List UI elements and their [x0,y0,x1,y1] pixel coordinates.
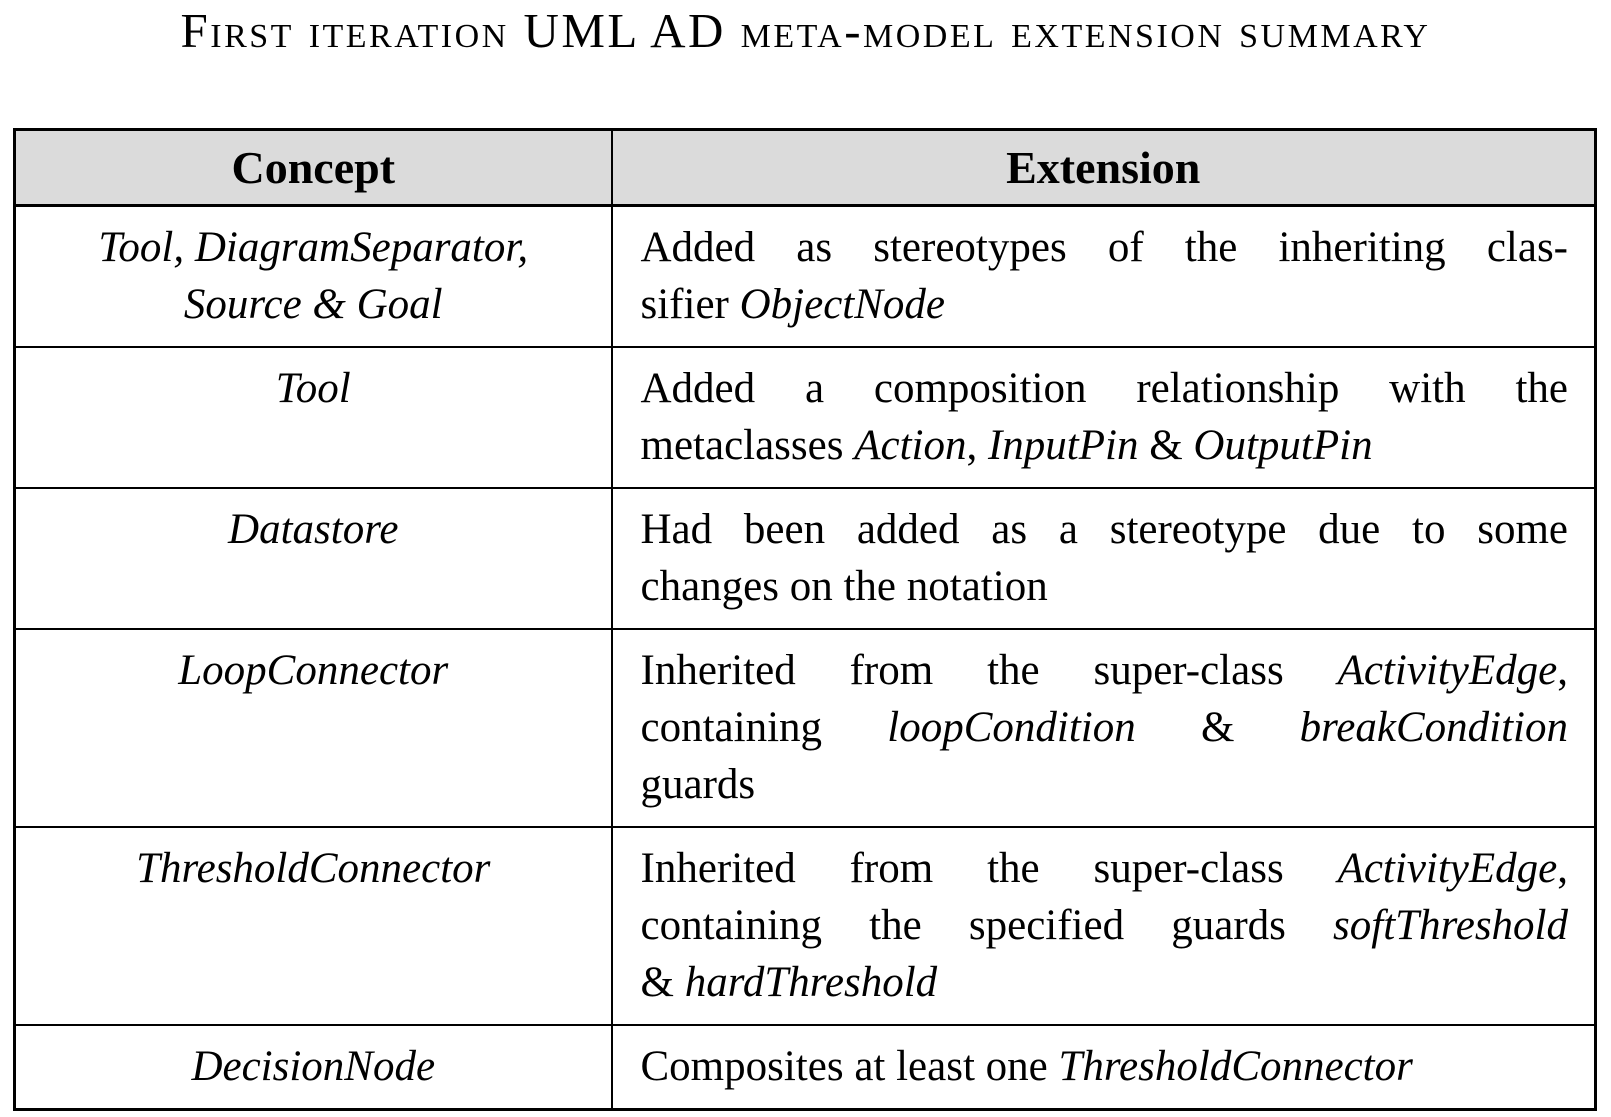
concept-cell: DecisionNode [13,1024,613,1111]
header-concept: Concept [13,128,613,207]
text-run: & [640,959,685,1006]
italic-term: Datastore [228,506,399,553]
italic-term: ThresholdConnector [1058,1043,1413,1090]
text-run: containing [640,704,888,751]
italic-term: hardThreshold [684,959,938,1006]
concept-cell: Tool, DiagramSeparator, Source & Goal [13,204,613,348]
italic-term: OutputPin [1193,422,1373,469]
text-line: Datastore [16,501,611,558]
italic-term: loopCondition [887,704,1136,751]
text-line: Had been added as a stereotype due to so… [641,501,1569,558]
text-line: Inherited from the super-class ActivityE… [641,642,1569,699]
text-run: Inherited from the super-class [640,845,1338,892]
italic-term: ActivityEdge [1337,647,1558,694]
text-run: sifier [640,281,740,328]
table-row: ThresholdConnector Inherited from the sup… [13,826,1597,1026]
italic-term: ActivityEdge [1337,845,1558,892]
extension-summary-table: Concept Extension Tool, DiagramSeparator… [13,128,1597,1111]
text-run: Had been added as a stereotype due to so… [640,506,1569,553]
extension-cell: Inherited from the super-class ActivityE… [610,628,1597,828]
extension-cell: Had been added as a stereotype due to so… [610,487,1597,630]
concept-cell: Tool [13,346,613,489]
italic-term: LoopConnector [178,647,449,694]
table-row: Datastore Had been added as a stereotype … [13,487,1597,630]
text-run: Composites at least one [640,1043,1059,1090]
text-line: containing the specified guards softThre… [641,897,1569,954]
text-run: , [1557,845,1568,892]
italic-term: softThreshold [1333,902,1568,949]
text-run: , [1557,647,1568,694]
text-run: guards [640,761,756,808]
text-line: Tool [16,360,611,417]
italic-term: Source & Goal [183,281,443,328]
table-row: LoopConnector Inherited from the super-cl… [13,628,1597,828]
text-run: & [1135,704,1300,751]
italic-term: breakCondition [1299,704,1569,751]
text-line: metaclasses Action, InputPin & OutputPin [641,417,1569,474]
text-run: Added as stereotypes of the inheriting c… [640,224,1569,271]
extension-cell: Added as stereotypes of the inheriting c… [610,204,1597,348]
text-run: , [966,422,988,469]
table-row: DecisionNode Composites at least one Thre… [13,1024,1597,1111]
table-row: Tool, DiagramSeparator, Source & Goal Adde… [13,204,1597,348]
text-run: containing the specified guards [640,902,1334,949]
extension-cell: Inherited from the super-class ActivityE… [610,826,1597,1026]
concept-cell: Datastore [13,487,613,630]
text-line: changes on the notation [641,558,1569,615]
text-line: DecisionNode [16,1038,611,1095]
text-line: guards [641,756,1569,813]
text-run: & [1138,422,1194,469]
concept-cell: ThresholdConnector [13,826,613,1026]
italic-term: Action [854,422,967,469]
text-line: sifier ObjectNode [641,276,1569,333]
text-line: Inherited from the super-class ActivityE… [641,840,1569,897]
text-run: changes on the notation [640,563,1048,610]
text-line: Tool, DiagramSeparator, [16,219,611,276]
text-line: Added as stereotypes of the inheriting c… [641,219,1569,276]
text-line: containing loopCondition & breakConditio… [641,699,1569,756]
italic-term: Tool, DiagramSeparator, [98,224,529,271]
header-extension: Extension [610,128,1597,207]
italic-term: ThresholdConnector [136,845,491,892]
table-row: Tool Added a composition relationship wit… [13,346,1597,489]
text-run: Added a composition relationship with th… [640,365,1569,412]
extension-cell: Added a composition relationship with th… [610,346,1597,489]
italic-term: Tool [275,365,351,412]
text-line: Added a composition relationship with th… [641,360,1569,417]
text-line: Source & Goal [16,276,611,333]
text-line: & hardThreshold [641,954,1569,1011]
text-run: Inherited from the super-class [640,647,1338,694]
table-caption: First iteration UML AD meta-model extens… [180,3,1431,58]
concept-cell: LoopConnector [13,628,613,828]
italic-term: DecisionNode [191,1043,436,1090]
italic-term: InputPin [987,422,1139,469]
italic-term: ObjectNode [739,281,945,328]
text-line: Composites at least one ThresholdConnect… [641,1038,1569,1095]
text-line: ThresholdConnector [16,840,611,897]
text-line: LoopConnector [16,642,611,699]
text-run: metaclasses [640,422,855,469]
header-row: Concept Extension [13,128,1597,207]
extension-cell: Composites at least one ThresholdConnect… [610,1024,1597,1111]
